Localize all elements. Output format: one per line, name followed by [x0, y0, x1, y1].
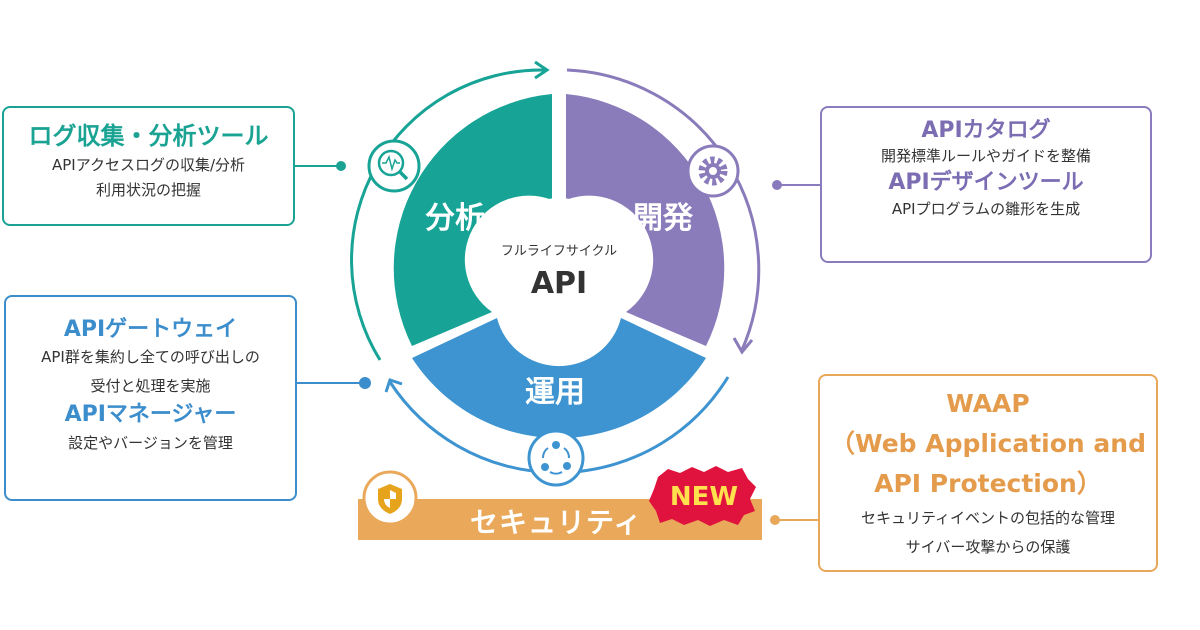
- center-circle: [497, 198, 621, 322]
- magnifier-pulse-icon: [367, 139, 421, 193]
- box-api-gateway: APIゲートウェイ API群を集約し全ての呼び出しの 受付と処理を実施 APIマ…: [4, 295, 297, 501]
- segment-operation: [412, 318, 706, 439]
- box-title: APIカタログ: [921, 118, 1051, 143]
- segment-analysis: [393, 94, 552, 346]
- segment-label-analysis: 分析: [425, 201, 485, 236]
- box-desc: 受付と処理を実施: [90, 376, 211, 395]
- box-api-catalog: APIカタログ 開発標準ルールやガイドを整備 APIデザインツール APIプログ…: [820, 106, 1152, 263]
- box-title: ログ収集・分析ツール: [28, 122, 269, 150]
- box-log-analysis-tool: ログ収集・分析ツール APIアクセスログの収集/分析 利用状況の把握: [2, 106, 295, 226]
- connector-waap: [770, 515, 818, 525]
- connector-gateway: [297, 377, 371, 389]
- cycle-icon: [527, 429, 585, 487]
- security-label: セキュリティ: [470, 506, 643, 539]
- box-title: API Protection）: [874, 469, 1102, 498]
- box-title: （Web Application and: [830, 429, 1146, 458]
- box-desc: APIプログラムの雛形を生成: [891, 199, 1081, 218]
- box-desc: 利用状況の把握: [95, 180, 201, 199]
- box-desc: APIアクセスログの収集/分析: [51, 155, 246, 174]
- box-desc: サイバー攻撃からの保護: [905, 538, 1071, 557]
- box-title-2: APIデザインツール: [888, 170, 1084, 196]
- box-desc: セキュリティイベントの包括的な管理: [860, 509, 1116, 527]
- new-badge: NEW: [649, 466, 756, 526]
- segment-label-operation: 運用: [525, 375, 585, 410]
- segment-development: [566, 94, 725, 346]
- box-desc: 設定やバージョンを管理: [68, 433, 233, 452]
- center-subtitle: フルライフサイクル: [501, 244, 617, 259]
- box-waap: WAAP （Web Application and API Protection…: [818, 374, 1158, 572]
- box-desc: API群を集約し全ての呼び出しの: [41, 348, 260, 367]
- arrow-head-development: [732, 337, 754, 355]
- center-title: API: [531, 266, 587, 301]
- box-title: APIゲートウェイ: [63, 317, 238, 342]
- connector-log: [295, 161, 346, 171]
- segment-label-development: 開発: [633, 201, 694, 236]
- gear-icon: [686, 144, 740, 198]
- arrow-head-operation: [384, 378, 403, 393]
- arrow-head-analysis: [534, 60, 550, 80]
- shield-icon: [362, 470, 418, 526]
- new-badge-text: NEW: [670, 482, 738, 512]
- connector-catalog: [772, 180, 820, 190]
- box-desc: 開発標準ルールやガイドを整備: [880, 147, 1091, 166]
- box-title: WAAP: [946, 389, 1030, 418]
- box-title-2: APIマネージャー: [64, 402, 237, 428]
